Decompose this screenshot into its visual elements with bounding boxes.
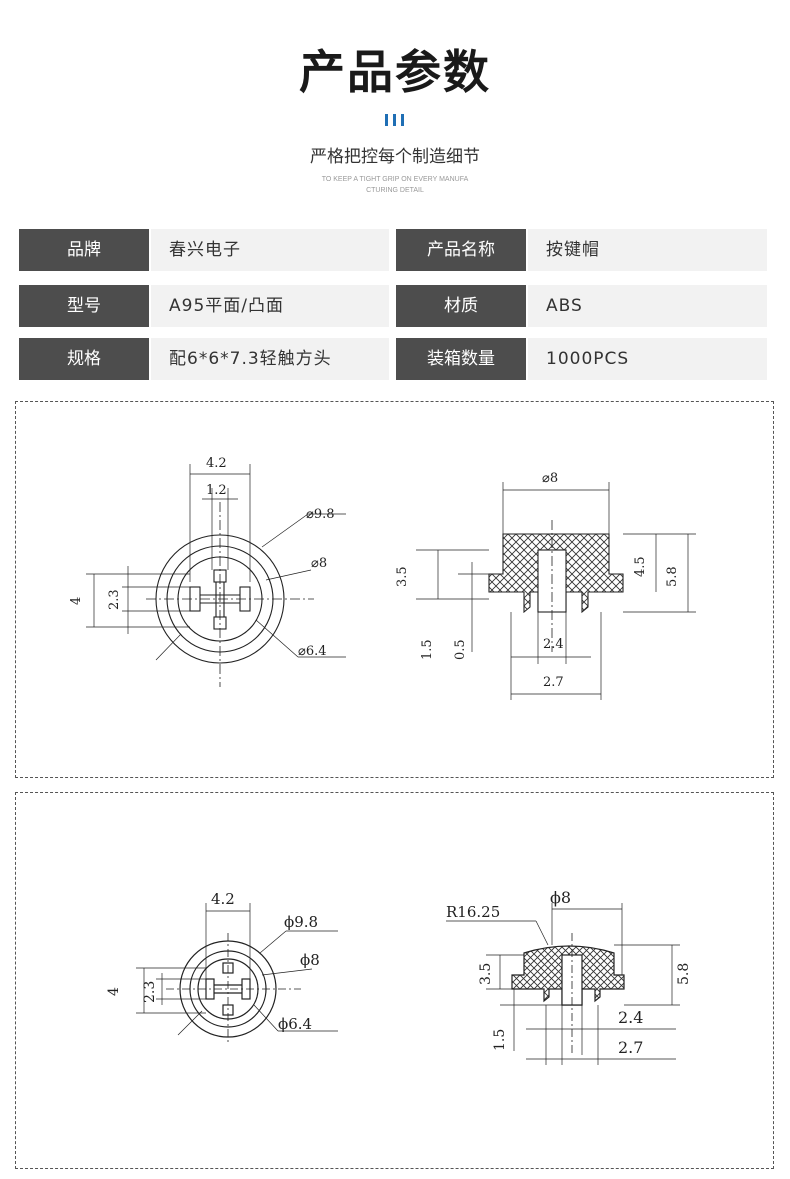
dim-1-2: 1.2 bbox=[206, 483, 227, 498]
technical-drawing-panel-2: 4.2 ϕ9.8 ϕ8 ϕ6.4 4 2.3 bbox=[15, 792, 774, 1169]
dim-diameter-9-8: ϕ9.8 bbox=[284, 913, 318, 931]
english-subtitle: TO KEEP A TIGHT GRIP ON EVERY MANUFA CTU… bbox=[0, 174, 790, 196]
dim-diameter-9-8: ⌀9.8 bbox=[306, 507, 335, 522]
dim-4-2: 4.2 bbox=[211, 890, 235, 908]
title-decoration bbox=[385, 114, 405, 126]
top-view bbox=[86, 464, 346, 687]
spec-value: 1000PCS bbox=[528, 338, 767, 380]
spec-label: 装箱数量 bbox=[396, 338, 526, 380]
dim-height-4: 4 bbox=[106, 987, 122, 996]
page-title: 产品参数 bbox=[299, 45, 491, 99]
dim-height-5-8: 5.8 bbox=[676, 963, 692, 985]
dim-height-2-3: 2.3 bbox=[142, 981, 158, 1003]
dim-height-0-5: 0.5 bbox=[453, 639, 468, 660]
page-subtitle: 严格把控每个制造细节 bbox=[310, 147, 480, 167]
side-view bbox=[446, 903, 680, 1065]
spec-label: 型号 bbox=[19, 285, 149, 327]
spec-label: 产品名称 bbox=[396, 229, 526, 271]
dim-height-5-8: 5.8 bbox=[665, 566, 680, 587]
dim-diameter-8: ⌀8 bbox=[311, 556, 327, 571]
technical-drawing-1: 4.2 1.2 ⌀9.8 ⌀8 ⌀6.4 4 2.3 bbox=[69, 456, 696, 700]
dim-2-4: 2.4 bbox=[543, 637, 564, 652]
dim-diameter-8: ϕ8 bbox=[300, 951, 320, 969]
spec-row: 规格 配6*6*7.3轻触方头 装箱数量 1000PCS bbox=[19, 338, 767, 380]
dim-radius-16-25: R16.25 bbox=[446, 903, 500, 921]
dim-height-1-5: 1.5 bbox=[420, 639, 435, 660]
dim-diameter-6-4: ϕ6.4 bbox=[278, 1015, 312, 1033]
dim-height-2-3: 2.3 bbox=[107, 589, 122, 610]
spec-row: 型号 A95平面/凸面 材质 ABS bbox=[19, 285, 767, 327]
dim-height-3-5: 3.5 bbox=[395, 566, 410, 587]
dim-diameter-8: ⌀8 bbox=[542, 471, 558, 486]
spec-row: 品牌 春兴电子 产品名称 按键帽 bbox=[19, 229, 767, 271]
dim-2-4: 2.4 bbox=[618, 1008, 643, 1027]
dim-2-7: 2.7 bbox=[618, 1038, 643, 1057]
spec-value: 配6*6*7.3轻触方头 bbox=[151, 338, 389, 380]
dim-height-1-5: 1.5 bbox=[492, 1029, 508, 1051]
dim-height-3-5: 3.5 bbox=[478, 963, 494, 985]
spec-value: ABS bbox=[528, 285, 767, 327]
spec-label: 材质 bbox=[396, 285, 526, 327]
spec-value: A95平面/凸面 bbox=[151, 285, 389, 327]
spec-label: 品牌 bbox=[19, 229, 149, 271]
technical-drawing-2: 4.2 ϕ9.8 ϕ8 ϕ6.4 4 2.3 bbox=[106, 888, 692, 1065]
dim-height-4: 4 bbox=[69, 597, 84, 605]
spec-label: 规格 bbox=[19, 338, 149, 380]
dim-height-4-5: 4.5 bbox=[633, 556, 648, 577]
dim-diameter-6-4: ⌀6.4 bbox=[298, 644, 327, 659]
top-view bbox=[136, 903, 338, 1045]
english-subtitle-line2: CTURING DETAIL bbox=[366, 187, 424, 194]
spec-value: 按键帽 bbox=[528, 229, 767, 271]
technical-drawing-panel-1: 4.2 1.2 ⌀9.8 ⌀8 ⌀6.4 4 2.3 bbox=[15, 401, 774, 778]
side-view bbox=[416, 482, 696, 700]
dim-4-2: 4.2 bbox=[206, 456, 227, 471]
english-subtitle-line1: TO KEEP A TIGHT GRIP ON EVERY MANUFA bbox=[321, 176, 469, 183]
dim-2-7: 2.7 bbox=[543, 675, 564, 690]
dim-diameter-8: ϕ8 bbox=[550, 888, 571, 907]
spec-value: 春兴电子 bbox=[151, 229, 389, 271]
